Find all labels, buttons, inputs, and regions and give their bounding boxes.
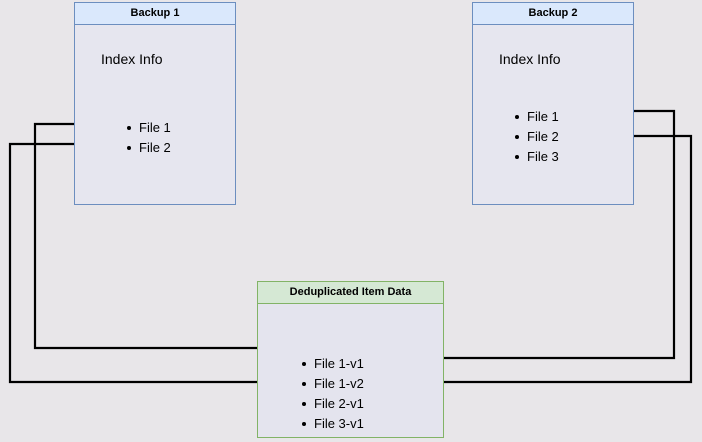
node-dedup-body: File 1-v1 File 1-v2 File 2-v1 File 3-v1	[258, 304, 443, 437]
node-backup1-file-list: File 1 File 2	[125, 118, 171, 158]
node-backup1[interactable]: Backup 1 Index Info File 1 File 2	[74, 2, 236, 205]
list-item: File 3	[513, 147, 559, 167]
node-backup2-index-label: Index Info	[499, 51, 561, 67]
list-item: File 1-v2	[300, 374, 364, 394]
list-item: File 1	[125, 118, 171, 138]
node-backup2-body: Index Info File 1 File 2 File 3	[473, 25, 633, 204]
list-item: File 2	[125, 138, 171, 158]
node-dedup-header: Deduplicated Item Data	[258, 282, 443, 304]
list-item: File 3-v1	[300, 414, 364, 434]
node-backup1-index-label: Index Info	[101, 51, 163, 67]
node-backup2-file-list: File 1 File 2 File 3	[513, 107, 559, 167]
node-backup1-body: Index Info File 1 File 2	[75, 25, 235, 204]
list-item: File 2-v1	[300, 394, 364, 414]
node-backup2[interactable]: Backup 2 Index Info File 1 File 2 File 3	[472, 2, 634, 205]
node-deduplicated-item-data[interactable]: Deduplicated Item Data File 1-v1 File 1-…	[257, 281, 444, 438]
list-item: File 2	[513, 127, 559, 147]
list-item: File 1	[513, 107, 559, 127]
node-backup2-header: Backup 2	[473, 3, 633, 25]
node-dedup-file-list: File 1-v1 File 1-v2 File 2-v1 File 3-v1	[300, 354, 364, 434]
list-item: File 1-v1	[300, 354, 364, 374]
node-backup1-header: Backup 1	[75, 3, 235, 25]
